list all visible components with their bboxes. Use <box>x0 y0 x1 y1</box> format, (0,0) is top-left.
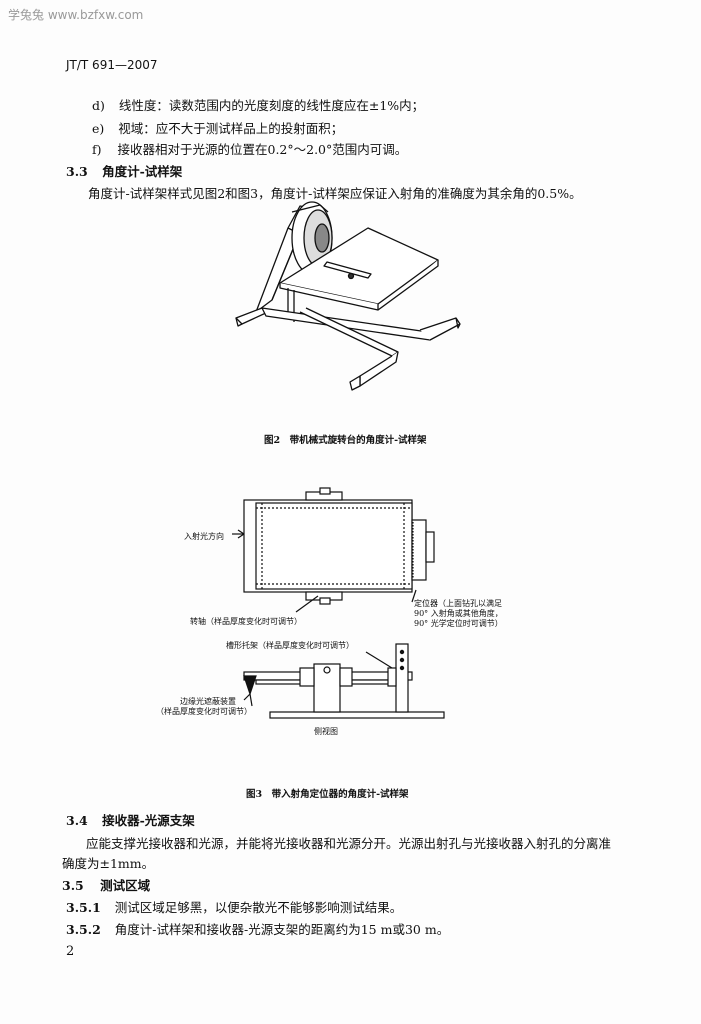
item-label: d) <box>92 98 105 113</box>
clause-number: 3.5.2 <box>66 922 101 937</box>
section-3-5-1: 3.5.1 测试区域足够黑，以便杂散光不能够影响测试结果。 <box>66 897 402 916</box>
clause-number: 3.5.1 <box>66 900 101 915</box>
figure-3-caption: 图3 带入射角定位器的角度计-试样架 <box>246 789 409 800</box>
clause-text: 角度计-试样架和接收器-光源支架的距离约为15 m或30 m。 <box>114 922 450 937</box>
item-text: 视域：应不大于测试样品上的投射面积； <box>118 121 344 136</box>
section-3-3-heading: 3.3 角度计-试样架 <box>66 161 182 180</box>
label-edge-shade-line2: （样品厚度变化时可调节） <box>156 707 252 716</box>
section-title: 测试区域 <box>100 878 151 893</box>
label-incident-direction: 入射光方向 <box>184 532 224 541</box>
section-3-4-text-line1: 应能支撑光接收器和光源，并能将光接收器和光源分开。光源出射孔与光接收器入射孔的分… <box>86 836 612 851</box>
section-3-4-text-line2: 确度为±1mm。 <box>62 856 155 871</box>
list-item-f: f) 接收器相对于光源的位置在0.2°～2.0°范围内可调。 <box>92 139 407 158</box>
label-locator-line1: 定位器（上面钻孔以满足 <box>414 599 502 608</box>
section-number: 3.4 <box>66 813 88 828</box>
section-3-5-2: 3.5.2 角度计-试样架和接收器-光源支架的距离约为15 m或30 m。 <box>66 919 449 938</box>
item-label: f) <box>92 142 102 157</box>
section-title: 角度计-试样架 <box>102 164 183 179</box>
item-text: 线性度：读数范围内的光度刻度的线性度应在±1%内； <box>118 98 425 113</box>
clause-text: 测试区域足够黑，以便杂散光不能够影响测试结果。 <box>114 900 403 915</box>
label-edge-shade-line1: 边缘光遮蔽装置 <box>180 697 236 706</box>
label-locator-line3: 90° 光学定位时可调节） <box>414 619 503 628</box>
label-side-view: 侧视图 <box>314 727 338 736</box>
item-label: e) <box>92 121 105 136</box>
section-3-5-heading: 3.5 测试区域 <box>62 875 150 894</box>
section-3-3-text: 角度计-试样架样式见图2和图3，角度计-试样架应保证入射角的准确度为其余角的0.… <box>88 186 582 201</box>
label-channel-bracket: 槽形托架（样品厚度变化时可调节） <box>226 641 354 650</box>
label-locator-line2: 90° 入射角或其他角度， <box>414 609 503 618</box>
item-text: 接收器相对于光源的位置在0.2°～2.0°范围内可调。 <box>117 142 408 157</box>
section-number: 3.3 <box>66 164 88 179</box>
page-number: 2 <box>66 944 75 959</box>
section-title: 接收器-光源支架 <box>102 813 195 828</box>
list-item-e: e) 视域：应不大于测试样品上的投射面积； <box>92 118 343 137</box>
list-item-d: d) 线性度：读数范围内的光度刻度的线性度应在±1%内； <box>92 95 424 114</box>
section-3-4-heading: 3.4 接收器-光源支架 <box>66 810 195 829</box>
site-watermark: 学兔兔 www.bzfxw.com <box>8 8 144 22</box>
section-number: 3.5 <box>62 878 84 893</box>
standard-number: JT/T 691—2007 <box>66 58 158 72</box>
label-shaft: 转轴（样品厚度变化时可调节） <box>190 617 302 626</box>
figure-2-caption: 图2 带机械式旋转台的角度计-试样架 <box>264 435 427 446</box>
